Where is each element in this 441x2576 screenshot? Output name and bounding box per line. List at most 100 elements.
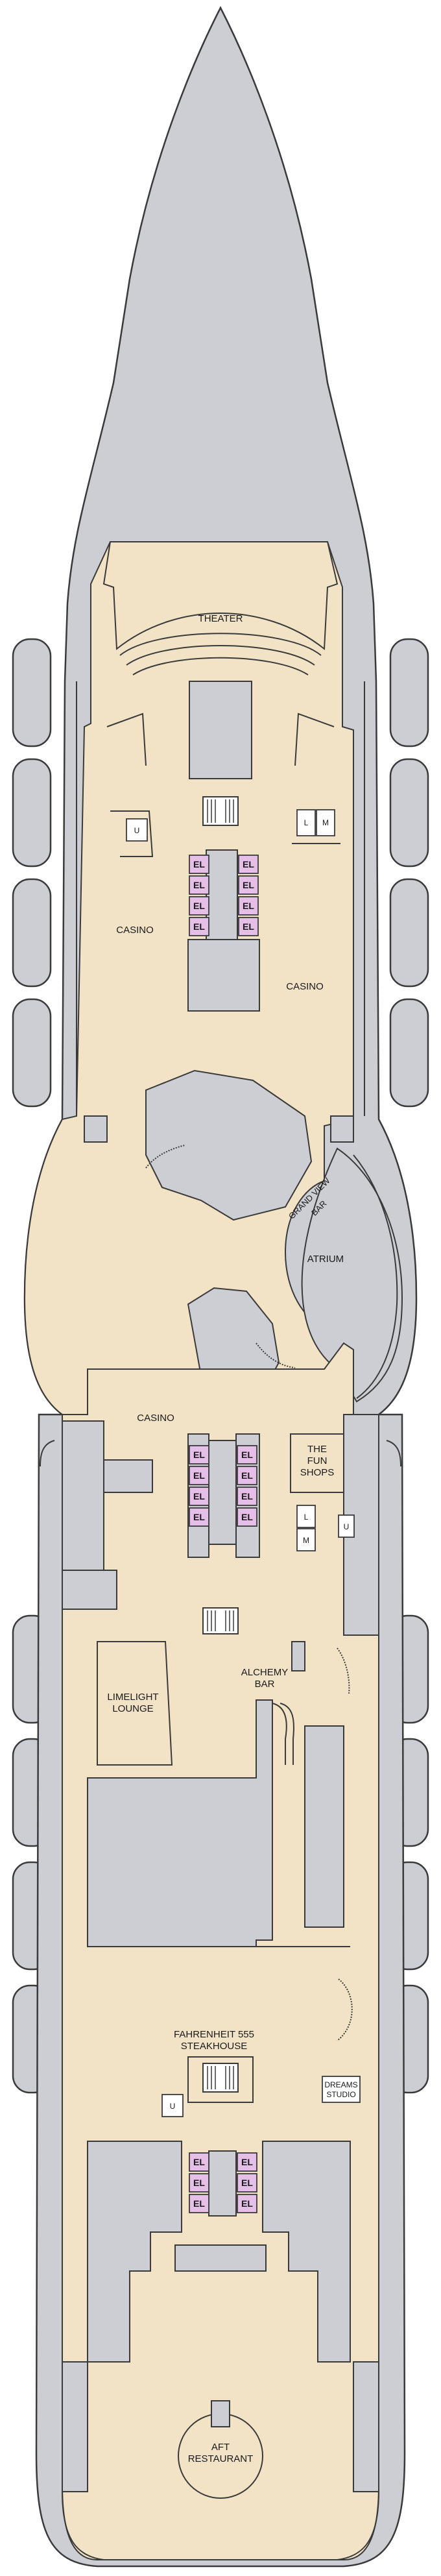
dreams-studio [322, 2076, 361, 2103]
elevator [189, 2194, 209, 2213]
forward-elevator-lobby [187, 939, 260, 1012]
elevator-label: EL [243, 921, 254, 932]
elevator [189, 2173, 209, 2193]
mid-stairs-steps [207, 1610, 234, 1631]
elevator-label: EL [193, 2178, 205, 2188]
restroom-ladies-forward [296, 809, 316, 836]
fun-shops-label: THE [307, 1444, 327, 1455]
galley-block [353, 2361, 379, 2492]
restroom-unisex-aft [161, 2094, 184, 2117]
curved-stairs [145, 1145, 185, 1169]
curved-stairs [256, 1343, 296, 1368]
fun-shops-label: FUN [307, 1455, 328, 1466]
aft-stairs [202, 2063, 239, 2093]
elevator [189, 855, 209, 874]
aft-restaurant-label: RESTAURANT [188, 2453, 254, 2464]
elevator-label: EL [193, 1491, 205, 1501]
elevator-label: EL [193, 921, 205, 932]
elevator [238, 875, 259, 895]
casino-label-starboard: CASINO [286, 981, 324, 992]
elevator [189, 1466, 209, 1485]
elevator [238, 917, 259, 936]
galley-block [62, 2361, 88, 2492]
aft-restaurant-label: AFT [211, 2442, 230, 2453]
dreams-studio-label: DREAMS [324, 2080, 357, 2089]
elevator-label: EL [241, 1470, 253, 1481]
elevator [237, 1445, 257, 1464]
galley-block [87, 2141, 182, 2363]
elevator-label: EL [193, 2157, 205, 2167]
forward-stairs [202, 796, 239, 826]
atrium-label: ATRIUM [307, 1254, 344, 1265]
elevator-label: EL [193, 1450, 205, 1460]
elevator [237, 2194, 257, 2213]
elevator-label: EL [243, 901, 254, 911]
elevator-label: EL [241, 1512, 253, 1522]
theater-seating-arc [126, 645, 315, 666]
elevator [189, 917, 209, 936]
lifeboat [12, 638, 52, 747]
elevator [189, 875, 209, 895]
elevator-label: EL [241, 2178, 253, 2188]
elevator-label: EL [241, 1491, 253, 1501]
restroom-mens-label: M [322, 818, 329, 827]
dreams-studio-label: STUDIO [326, 2090, 355, 2099]
restroom-mens-label: M [303, 1536, 309, 1545]
restroom-unisex-mid [338, 1514, 355, 1538]
hull-inner-line [386, 1440, 401, 1467]
limelight-lounge-label: LOUNGE [112, 1703, 153, 1714]
elevator [189, 2152, 209, 2172]
restroom-ladies-label: L [304, 1513, 309, 1522]
grand-view-bar-bulge [301, 1147, 403, 1403]
atrium-void [145, 1069, 313, 1221]
alchemy-bar-label: BAR [255, 1679, 275, 1690]
service-block [330, 1115, 354, 1143]
wall [110, 810, 154, 857]
steakhouse-label: FAHRENHEIT 555 [174, 2029, 254, 2040]
service-block [343, 1414, 379, 1636]
limelight-lounge-outline [97, 1641, 173, 1766]
galley-block [262, 2141, 351, 2363]
lifeboat [389, 878, 429, 988]
lifeboat [389, 758, 429, 868]
elevator-label: EL [193, 859, 205, 869]
elevator-label: EL [193, 1470, 205, 1481]
elevator [237, 2173, 257, 2193]
elevator [189, 896, 209, 916]
theater-seating-arc [132, 657, 309, 675]
theater-label: THEATER [198, 613, 243, 624]
aft-elevator-core [208, 2150, 237, 2217]
mid-elevator-core [208, 1440, 237, 1545]
stern-outline [62, 2491, 379, 2560]
elevator [238, 896, 259, 916]
elevator [238, 855, 259, 874]
limelight-lounge-label: LIMELIGHT [107, 1692, 158, 1703]
steakhouse-label: STEAKHOUSE [181, 2041, 248, 2052]
lifeboat [389, 638, 429, 747]
elevator-label: EL [241, 2157, 253, 2167]
restroom-unisex-label: U [134, 826, 140, 835]
aft-restaurant-center [211, 2400, 230, 2427]
elevator [237, 2152, 257, 2172]
elevator-label: EL [193, 1512, 205, 1522]
casino-label-mid: CASINO [137, 1413, 174, 1424]
elevator-label: EL [243, 859, 254, 869]
restroom-mens-mid [296, 1528, 316, 1551]
mid-stairs [202, 1607, 239, 1634]
central-void-aft [304, 1725, 344, 1928]
elevator-label: EL [243, 880, 254, 890]
the-fun-shops [290, 1433, 344, 1493]
theater [102, 541, 339, 650]
restroom-unisex-label: U [344, 1522, 350, 1531]
elevator-label: EL [193, 901, 205, 911]
service-block [62, 1420, 104, 1571]
elevator-label: EL [193, 2198, 205, 2209]
forward-elevator-core [206, 849, 238, 954]
lifeboat [12, 878, 52, 988]
alchemy-nook [291, 1641, 305, 1671]
theater-balcony-edge [106, 712, 147, 766]
elevator [237, 1507, 257, 1527]
service-block [103, 1459, 153, 1493]
galley-block [174, 2244, 267, 2272]
